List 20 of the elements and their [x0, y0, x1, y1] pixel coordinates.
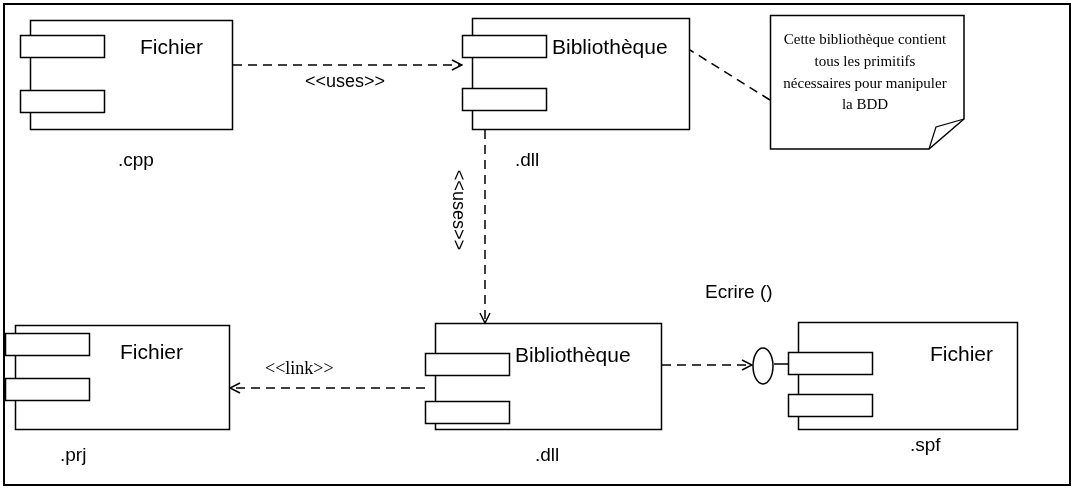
- dependency-arrow: [229, 382, 426, 394]
- component-name: Fichier: [120, 340, 183, 364]
- file-extension: .spf: [910, 435, 941, 456]
- component-name: Bibliothèque: [552, 35, 668, 59]
- file-extension: .dll: [535, 445, 560, 466]
- file-extension: .prj: [60, 445, 87, 466]
- dependency-arrow: [479, 129, 491, 324]
- anchor-line: [689, 49, 771, 101]
- component-name: Bibliothèque: [515, 343, 631, 367]
- dependency-arrow: [661, 359, 753, 371]
- file-extension: .dll: [515, 150, 540, 171]
- component-name: Fichier: [140, 35, 203, 59]
- connector-line: [773, 363, 789, 365]
- file-extension: .cpp: [118, 150, 154, 171]
- dependency-arrow: [232, 59, 463, 71]
- component-name: Fichier: [930, 342, 993, 366]
- note-text: Cette bibliothèque contient tous les primitifs nécessaires pour manipuler la BDD: [782, 30, 948, 115]
- interface-circle: [752, 347, 774, 385]
- note-box: [770, 15, 965, 150]
- interface-operation: Ecrire (): [705, 282, 773, 303]
